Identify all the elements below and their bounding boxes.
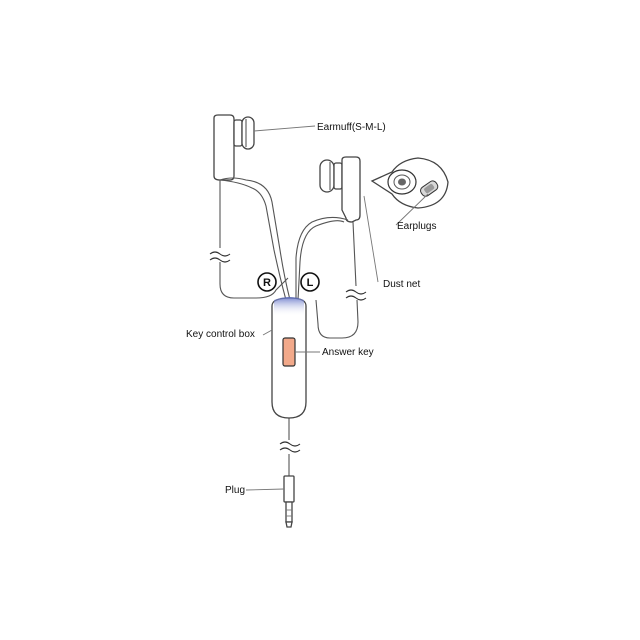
left-side-marker: L — [300, 272, 320, 292]
right-earbud — [213, 114, 255, 181]
earmuff-label: Earmuff(S-M-L) — [317, 122, 386, 133]
answer-key-label: Answer key — [322, 347, 374, 358]
key-control-box-label: Key control box — [186, 329, 255, 340]
audio-plug — [283, 475, 295, 528]
right-marker-letter: R — [263, 277, 271, 289]
earplugs-label: Earplugs — [397, 221, 436, 232]
cables — [219, 177, 359, 476]
answer-key — [282, 337, 296, 367]
leader-lines — [245, 125, 429, 491]
earplug-inset — [370, 157, 449, 209]
plug-label: Plug — [225, 485, 245, 496]
cable-break-marks — [209, 251, 367, 453]
left-marker-letter: L — [307, 277, 314, 289]
dust-net-label: Dust net — [383, 279, 420, 290]
key-control-box — [271, 297, 307, 419]
right-side-marker: R — [257, 272, 277, 292]
left-earbud — [319, 156, 361, 223]
